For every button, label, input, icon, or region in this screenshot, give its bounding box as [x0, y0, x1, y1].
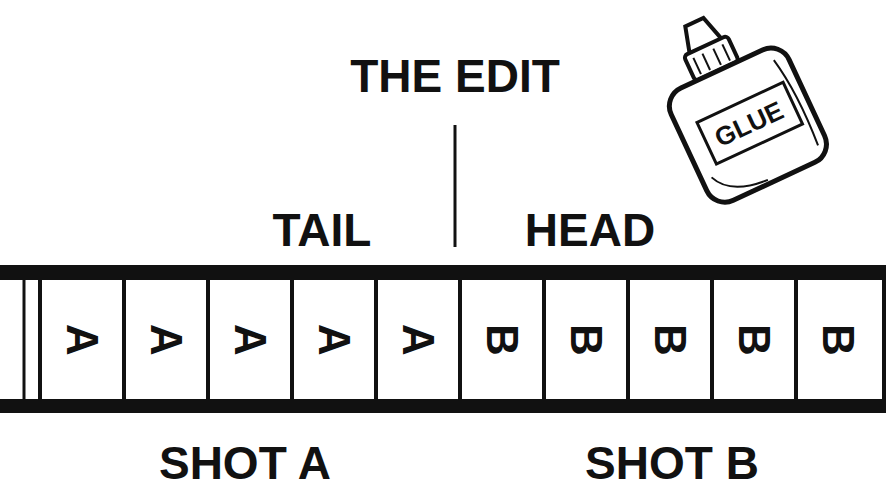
film-frame: B [710, 280, 794, 399]
film-frame: A [38, 280, 122, 399]
film-frame: B [542, 280, 626, 399]
film-frame: A [206, 280, 290, 399]
side-label: HEAD [525, 207, 655, 253]
frame-line [882, 280, 886, 399]
frame-letter: B [816, 324, 860, 356]
frame-letter: A [60, 324, 104, 356]
film-frame: A [122, 280, 206, 399]
film-frame: A [290, 280, 374, 399]
frame-letter: A [396, 324, 440, 356]
frame-letter: A [228, 324, 272, 356]
film-body [0, 280, 886, 399]
cut-line [454, 125, 457, 247]
film-edge-top [0, 265, 886, 280]
glue-bottle [640, 0, 833, 209]
shot-label: SHOT B [585, 440, 759, 486]
film-frame: A [374, 280, 458, 399]
frame-letter: B [564, 324, 608, 356]
frame-letter: B [480, 324, 524, 356]
film-frame: B [794, 280, 878, 399]
diagram-title: THE EDIT [350, 53, 560, 99]
frame-letter: B [732, 324, 776, 356]
frame-letter: A [144, 324, 188, 356]
bottle-body [663, 41, 833, 208]
shot-label: SHOT A [159, 440, 331, 486]
side-label: TAIL [273, 207, 372, 253]
frame-letter: B [648, 324, 692, 356]
film-frame: B [458, 280, 542, 399]
frame-line [23, 280, 26, 399]
frame-letter: A [312, 324, 356, 356]
bottle-label [697, 82, 803, 164]
film-frame: B [626, 280, 710, 399]
film-edge-bottom [0, 399, 886, 413]
